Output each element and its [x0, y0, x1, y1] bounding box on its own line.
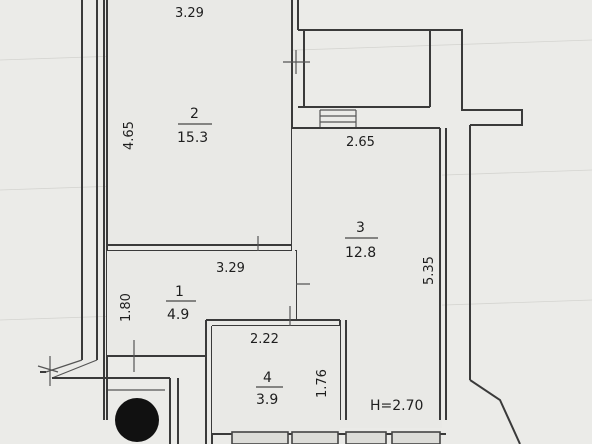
room-1-width: 3.29: [216, 261, 245, 276]
room-4-width: 2.22: [250, 332, 279, 347]
room-4: 2.22 4 3.9 1.76: [212, 326, 340, 434]
outer-right-wall: [469, 125, 521, 444]
room-1-area: 4.9: [167, 307, 189, 323]
room-4-number: 4: [263, 370, 272, 386]
room-1-length: 1.80: [119, 293, 134, 322]
room-2-width: 3.29: [175, 6, 204, 21]
room-3-area: 12.8: [345, 245, 376, 261]
loggia: [283, 29, 523, 128]
room-4-length: 1.76: [315, 369, 330, 398]
room-2-number: 2: [190, 106, 199, 122]
room-2-length: 4.65: [122, 121, 137, 150]
room-4-area: 3.9: [256, 392, 278, 408]
corridor: [108, 340, 179, 444]
room-2: 3.29 2 15.3 4.65: [103, 0, 299, 420]
room-3-width: 2.65: [346, 135, 375, 150]
room-3-number: 3: [356, 220, 365, 236]
room-1-number: 1: [175, 284, 184, 300]
bottom-windows: [212, 431, 446, 444]
stamp-seal: [115, 398, 159, 442]
room-3-length: 5.35: [422, 256, 437, 285]
outer-left-wall: [37, 0, 170, 386]
ceiling-height: H=2.70: [370, 398, 423, 414]
room-2-area: 15.3: [177, 130, 208, 146]
